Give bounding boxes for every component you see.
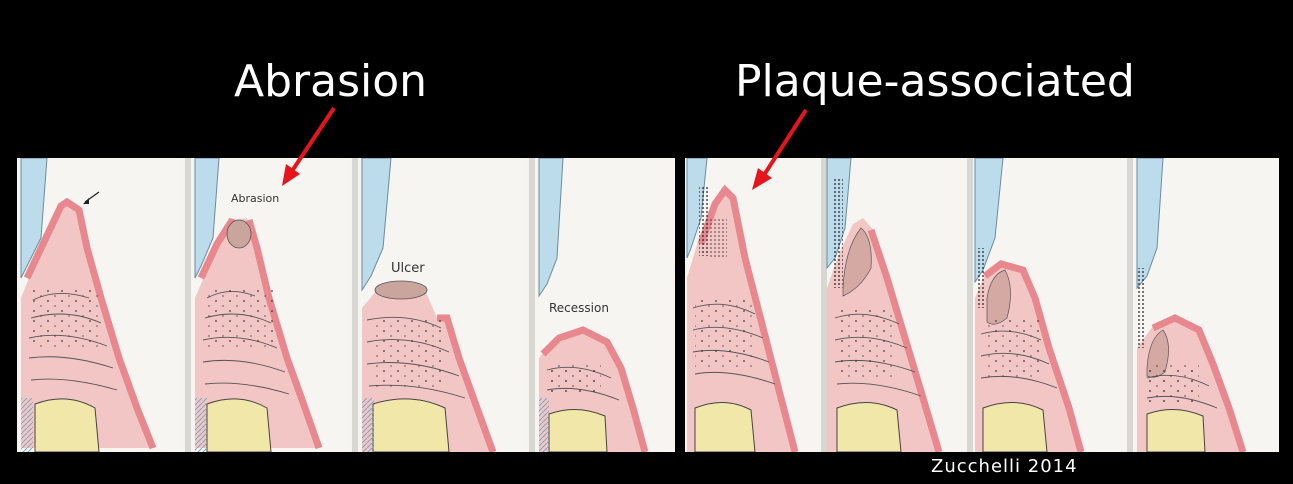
plaque-stage-2 xyxy=(827,158,967,452)
label-abrasion: Abrasion xyxy=(231,192,279,205)
plaque-associated-illustration xyxy=(685,158,1279,452)
abrasion-stage-1 xyxy=(17,158,182,452)
abrasion-illustration: Abrasion Ulcer Recession xyxy=(17,158,675,452)
abrasion-stage-3-ulcer: Ulcer xyxy=(358,158,526,452)
abrasion-stage-2: Abrasion xyxy=(191,158,349,452)
label-recession: Recession xyxy=(549,301,609,315)
label-ulcer: Ulcer xyxy=(391,261,425,276)
plaque-stage-3 xyxy=(973,158,1127,452)
citation-credit: Zucchelli 2014 xyxy=(931,454,1078,480)
abrasion-stage-4-recession: Recession xyxy=(535,158,675,452)
heading-abrasion: Abrasion xyxy=(234,50,427,114)
plaque-stage-4 xyxy=(1133,158,1279,452)
heading-plaque-associated: Plaque-associated xyxy=(735,50,1135,114)
plaque-stage-1 xyxy=(685,158,821,452)
